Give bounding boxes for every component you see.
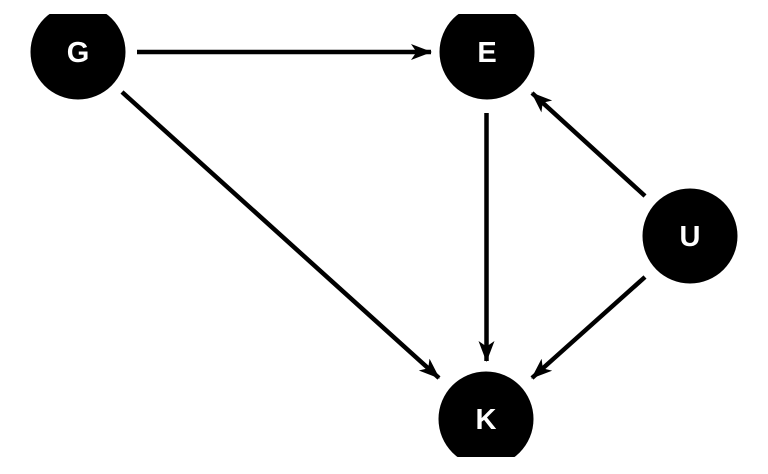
edge-U-E bbox=[530, 91, 647, 198]
node-U bbox=[642, 188, 738, 284]
nodes-layer: G E U K bbox=[30, 4, 738, 467]
node-G bbox=[30, 4, 126, 100]
node-E bbox=[439, 4, 535, 100]
node-label-E: E bbox=[477, 37, 496, 69]
node-K bbox=[438, 371, 534, 467]
clip-strip-0 bbox=[0, 0, 768, 14]
clip-strip-1 bbox=[0, 457, 768, 474]
edge-G-K bbox=[120, 90, 441, 380]
node-label-U: U bbox=[680, 221, 701, 253]
node-label-K: K bbox=[476, 404, 497, 436]
edge-U-K bbox=[530, 275, 647, 380]
edges-layer bbox=[120, 44, 647, 380]
node-label-G: G bbox=[67, 37, 90, 69]
